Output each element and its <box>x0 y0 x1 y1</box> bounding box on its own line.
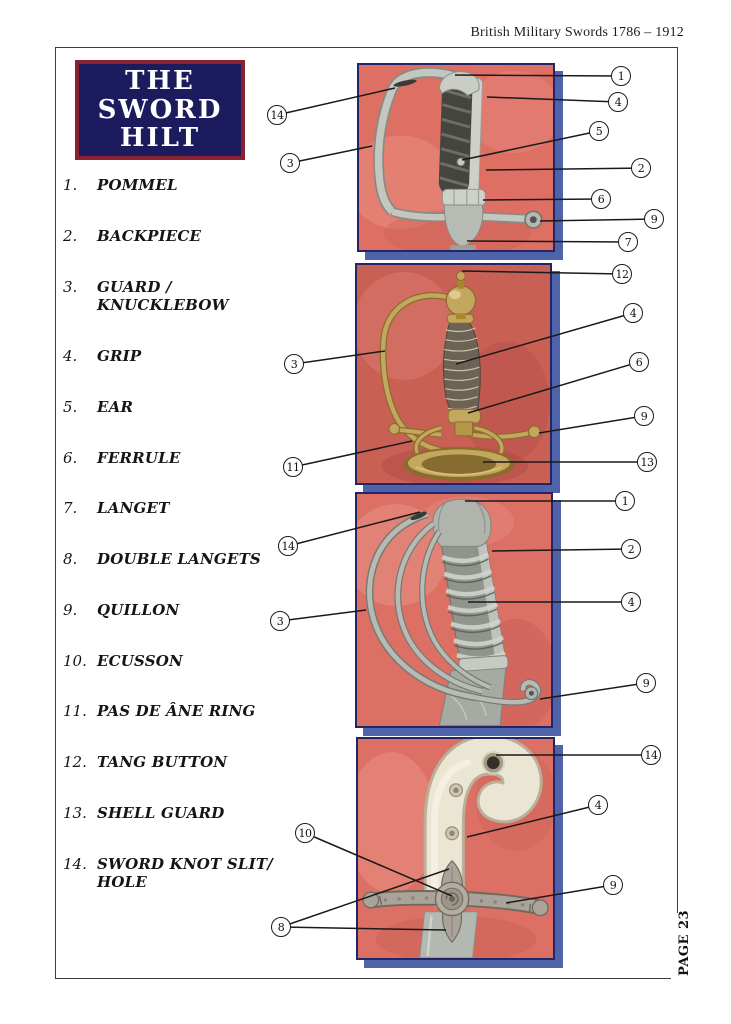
part-row: 10. ECUSSON <box>63 652 353 671</box>
part-number: 5. <box>63 397 78 416</box>
running-header: British Military Swords 1786 – 1912 <box>470 25 684 40</box>
guard-bars <box>365 510 542 706</box>
part-row: 14. SWORD KNOT SLIT/ HOLE <box>63 855 353 893</box>
ferrule <box>458 655 509 672</box>
part-number: 4. <box>63 347 78 365</box>
part-label: ECUSSON <box>97 651 183 670</box>
part-number: 10. <box>63 651 87 670</box>
sword-knot-slit <box>393 79 417 87</box>
page-number-border-gap <box>671 913 693 987</box>
mameluke-hilt-photo <box>356 737 555 960</box>
ivory-grip <box>423 739 543 909</box>
quillon-knob <box>527 425 541 439</box>
title-line-2: SWORD <box>97 94 223 125</box>
part-number: 1. <box>63 176 78 194</box>
part-label: TANG BUTTON <box>97 753 228 771</box>
part-row: 2. BACKPIECE <box>63 227 353 246</box>
three-bar-hilt-art <box>357 494 551 726</box>
part-number: 11. <box>63 702 87 721</box>
dress-sword-hilt-art <box>357 265 550 483</box>
part-label: DOUBLE LANGETS <box>97 550 261 568</box>
part-number: 8. <box>63 550 78 568</box>
part-row: 7. LANGET <box>63 499 353 518</box>
three-bar-hilt-photo <box>355 492 553 728</box>
grip <box>442 318 481 415</box>
part-label: GRIP <box>97 347 142 365</box>
part-label: BACKPIECE <box>97 226 202 245</box>
part-row: 1. POMMEL <box>63 176 353 195</box>
part-label: SWORD KNOT SLIT/ HOLE <box>97 854 273 892</box>
ferrule <box>447 408 481 424</box>
dress-sword-hilt-photo <box>355 263 552 485</box>
part-row: 6. FERRULE <box>63 449 353 468</box>
part-row: 12. TANG BUTTON <box>63 753 353 772</box>
part-label: FERRULE <box>97 448 181 467</box>
part-row: 4. GRIP <box>63 347 353 366</box>
part-label: QUILLON <box>97 600 180 619</box>
part-label: LANGET <box>97 499 170 518</box>
shell-guard <box>403 447 515 481</box>
ear <box>456 157 466 167</box>
stirrup-hilt-photo <box>357 63 555 252</box>
title-line-1: THE <box>125 66 195 97</box>
page-title: THE SWORD HILT <box>75 60 245 160</box>
part-number: 3. <box>63 277 78 296</box>
part-number: 12. <box>63 753 87 771</box>
content-frame <box>55 47 678 979</box>
stirrup-hilt-art <box>359 65 553 250</box>
grip <box>440 542 507 670</box>
part-label: EAR <box>97 397 134 416</box>
knucklebow <box>373 67 459 216</box>
part-label: SHELL GUARD <box>97 803 225 822</box>
parts-list: 1. POMMEL 2. BACKPIECE 3. GUARD / KNUCKL… <box>63 176 353 892</box>
part-number: 7. <box>63 499 78 518</box>
page-number: PAGE 23 <box>677 909 692 976</box>
ecusson-rosette <box>434 881 470 917</box>
part-row: 13. SHELL GUARD <box>63 804 353 823</box>
part-label: POMMEL <box>97 176 178 194</box>
part-number: 2. <box>63 226 78 245</box>
mameluke-hilt-art <box>358 739 553 958</box>
part-number: 14. <box>63 854 87 873</box>
grip <box>438 77 483 197</box>
pommel <box>432 498 492 547</box>
quillons <box>388 422 541 440</box>
part-row: 9. QUILLON <box>63 601 353 620</box>
part-label: GUARD / KNUCKLEBOW <box>97 277 229 315</box>
part-row: 3. GUARD / KNUCKLEBOW <box>63 278 353 316</box>
pommel <box>438 71 480 96</box>
sword-knot-hole <box>481 751 505 775</box>
part-number: 13. <box>63 803 87 822</box>
part-row: 8. DOUBLE LANGETS <box>63 550 353 569</box>
part-number: 9. <box>63 600 78 619</box>
part-label: PAS DE ÂNE RING <box>97 702 256 721</box>
part-number: 6. <box>63 448 78 467</box>
title-line-3: HILT <box>119 123 201 154</box>
part-row: 5. EAR <box>63 398 353 417</box>
part-row: 11. PAS DE ÂNE RING <box>63 702 353 721</box>
